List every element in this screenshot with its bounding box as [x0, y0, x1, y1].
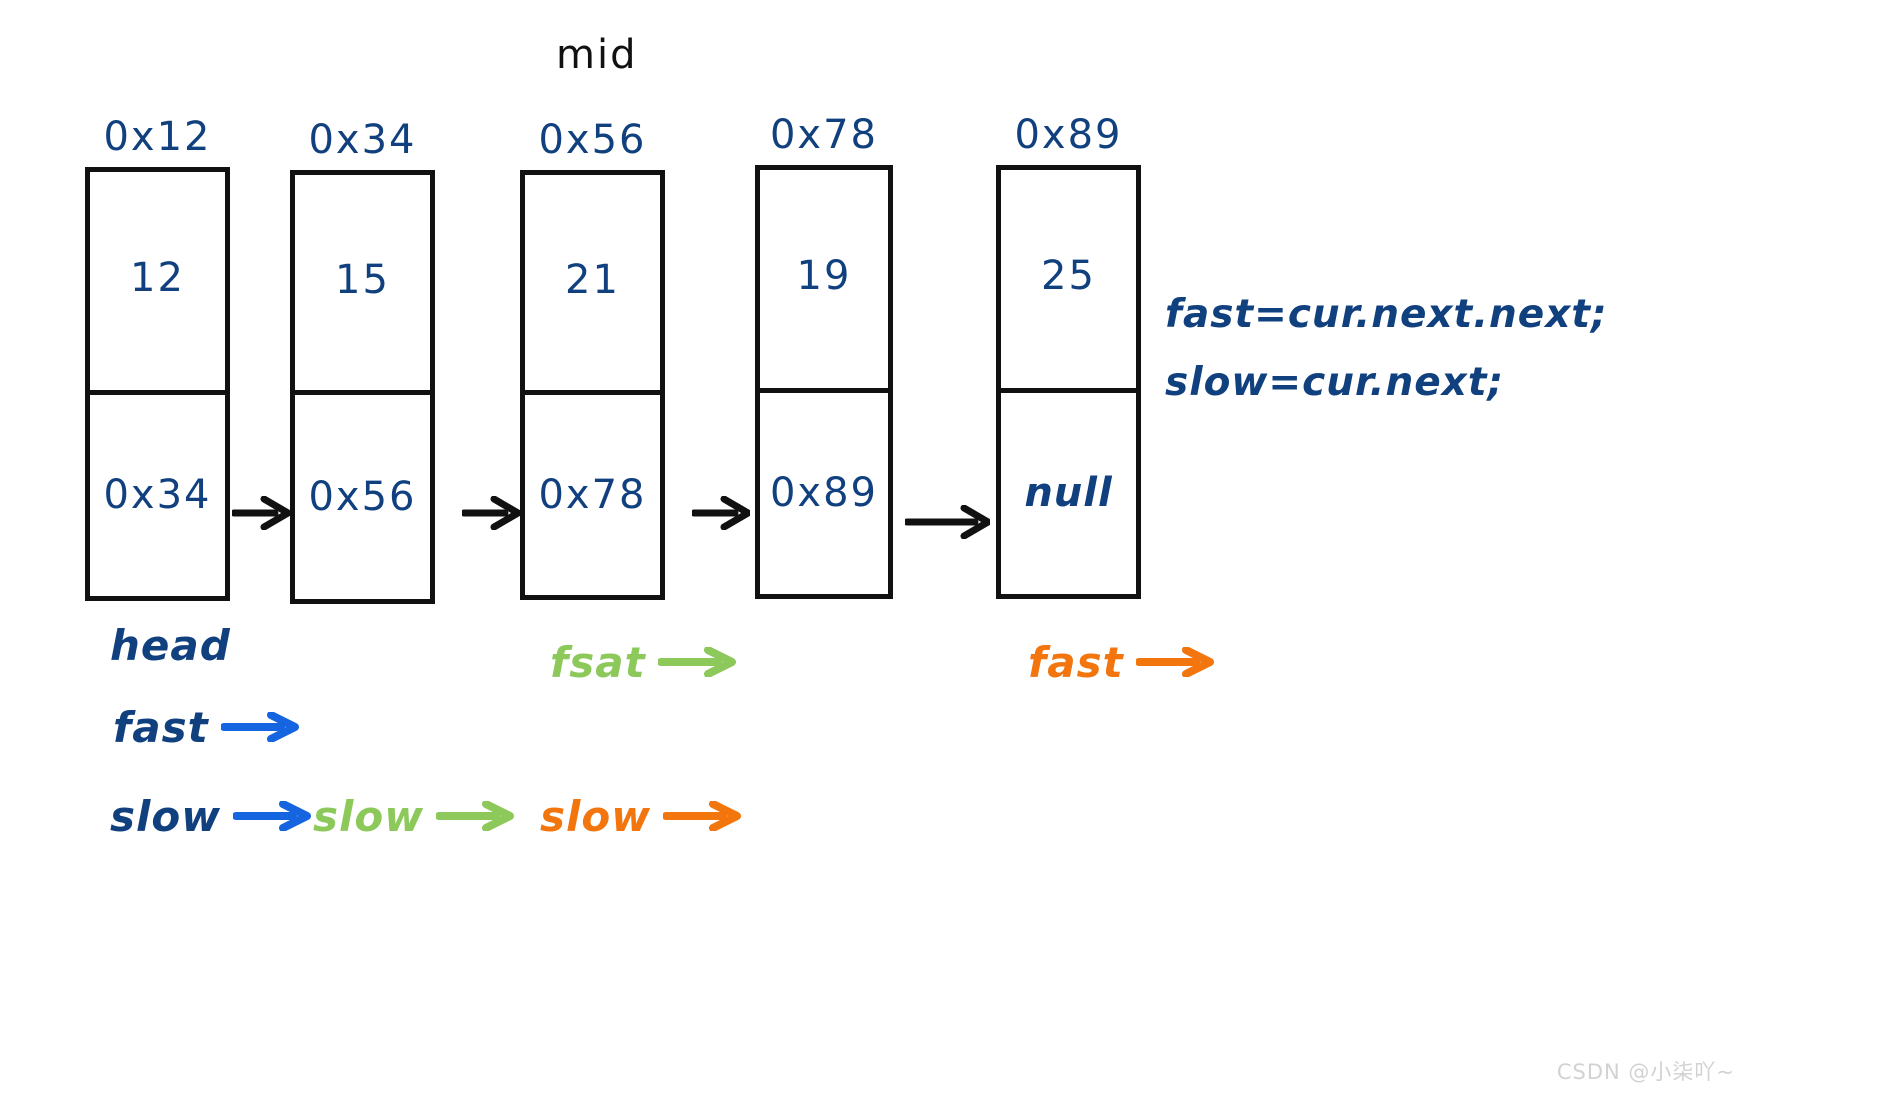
- next-link-arrow-icon: [460, 495, 522, 534]
- node-next-pointer: 0x78: [538, 471, 647, 518]
- pointer-arrow-icon: [232, 792, 312, 841]
- next-link-arrow-icon: [903, 504, 992, 543]
- pointer-arrow-icon: [219, 703, 299, 752]
- node-address-label: 0x89: [1014, 112, 1123, 158]
- node-cell-divider: [290, 390, 435, 395]
- code-line-fast: fast=cur.next.next;: [1165, 292, 1608, 337]
- pointer-label-text: slow: [313, 791, 425, 841]
- node-next-pointer: 0x34: [103, 472, 212, 518]
- list-node: 21 0x78: [520, 170, 665, 600]
- node-cell-divider: [85, 390, 230, 395]
- next-link-arrow-icon: [230, 495, 292, 534]
- pointer-arrow-icon: [435, 792, 515, 841]
- head-label: head: [110, 625, 231, 667]
- slow-blue-label: slow: [110, 791, 312, 841]
- code-line-slow: slow=cur.next;: [1165, 360, 1505, 405]
- list-node: 19 0x89: [755, 165, 893, 599]
- node-cell-divider: [520, 390, 665, 395]
- pointer-label-text: slow: [110, 791, 222, 841]
- pointer-arrow-icon: [662, 792, 742, 841]
- node-cell-divider: [996, 388, 1141, 393]
- node-value: 12: [130, 255, 185, 301]
- next-link-arrow-icon: [690, 495, 752, 534]
- node-value: 25: [1041, 253, 1096, 299]
- pointer-arrow-icon: [656, 638, 736, 687]
- fast-blue-label: fast: [113, 703, 299, 752]
- pointer-label-text: slow: [540, 791, 652, 841]
- list-node: 12 0x34: [85, 167, 230, 601]
- node-value: 21: [565, 256, 620, 303]
- node-cell-divider: [755, 388, 893, 393]
- pointer-label-text: fast: [1028, 637, 1124, 687]
- node-next-pointer: 0x56: [308, 473, 417, 520]
- list-node: 25 null: [996, 165, 1141, 599]
- slow-green-label: slow: [313, 791, 515, 841]
- csdn-watermark: CSDN @小柒吖~: [1556, 1060, 1735, 1084]
- pointer-label-text: fast: [113, 702, 209, 752]
- node-next-pointer: null: [1024, 470, 1113, 516]
- node-value: 15: [335, 256, 390, 303]
- list-node: 15 0x56: [290, 170, 435, 604]
- node-address-label: 0x78: [769, 112, 879, 158]
- fsat-green-label: fsat: [550, 638, 736, 687]
- node-address-label: 0x56: [538, 117, 647, 163]
- mid-label: mid: [556, 32, 638, 78]
- slow-orange-label: slow: [540, 791, 742, 841]
- pointer-label-text: head: [110, 621, 231, 670]
- node-value: 19: [796, 253, 852, 299]
- pointer-arrow-icon: [1134, 638, 1214, 687]
- fast-orange-label: fast: [1028, 638, 1214, 687]
- node-next-pointer: 0x89: [769, 470, 879, 516]
- node-address-label: 0x34: [308, 117, 417, 163]
- pointer-label-text: fsat: [550, 637, 646, 687]
- node-address-label: 0x12: [103, 114, 212, 160]
